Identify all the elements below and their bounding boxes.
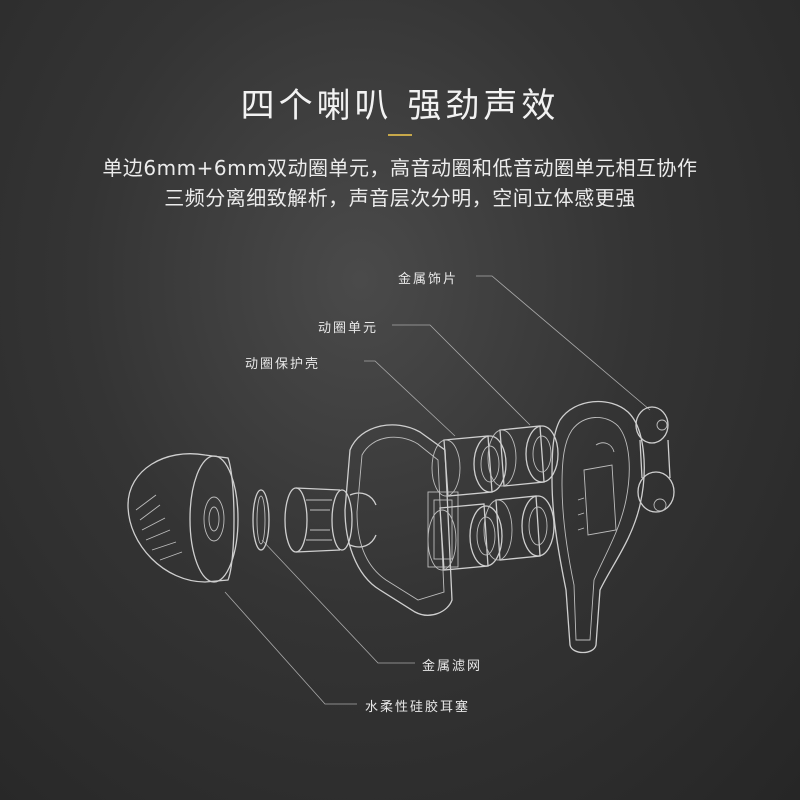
metal-decorative-plate-drawing (635, 406, 675, 513)
description-line-1: 单边6mm+6mm双动圈单元，高音动圈和低音动圈单元相互协作 (102, 156, 698, 180)
dynamic-driver-units-drawing (427, 425, 559, 571)
callout-leader-lines (224, 275, 651, 705)
callout-metal-mesh: 金属滤网 (422, 659, 483, 674)
sound-nozzle-drawing (284, 487, 377, 553)
driver-bottom-right (483, 495, 555, 561)
metal-mesh-ring-drawing (252, 489, 270, 551)
description-line-2: 三频分离细致解析，声音层次分明，空间立体感更强 (164, 186, 636, 210)
title-accent-divider (388, 134, 412, 136)
callout-silicone-tip: 水柔性硅胶耳塞 (365, 700, 471, 715)
driver-top-right (487, 425, 559, 487)
leader-metal-plate (476, 275, 651, 411)
leader-silicone-tip (224, 591, 357, 705)
earphone-housing-drawing (551, 400, 645, 654)
leader-metal-mesh (261, 539, 415, 664)
leader-driver-unit (392, 324, 531, 426)
callout-driver-unit: 动圈单元 (318, 321, 379, 336)
driver-bottom-left (427, 503, 503, 571)
callout-driver-shell: 动圈保护壳 (245, 357, 321, 372)
page-title: 四个喇叭 强劲声效 (240, 86, 560, 126)
silicone-ear-tip-drawing (127, 453, 239, 583)
driver-top-left (431, 435, 507, 497)
leader-driver-shell (364, 360, 456, 437)
callout-metal-plate: 金属饰片 (398, 272, 459, 287)
